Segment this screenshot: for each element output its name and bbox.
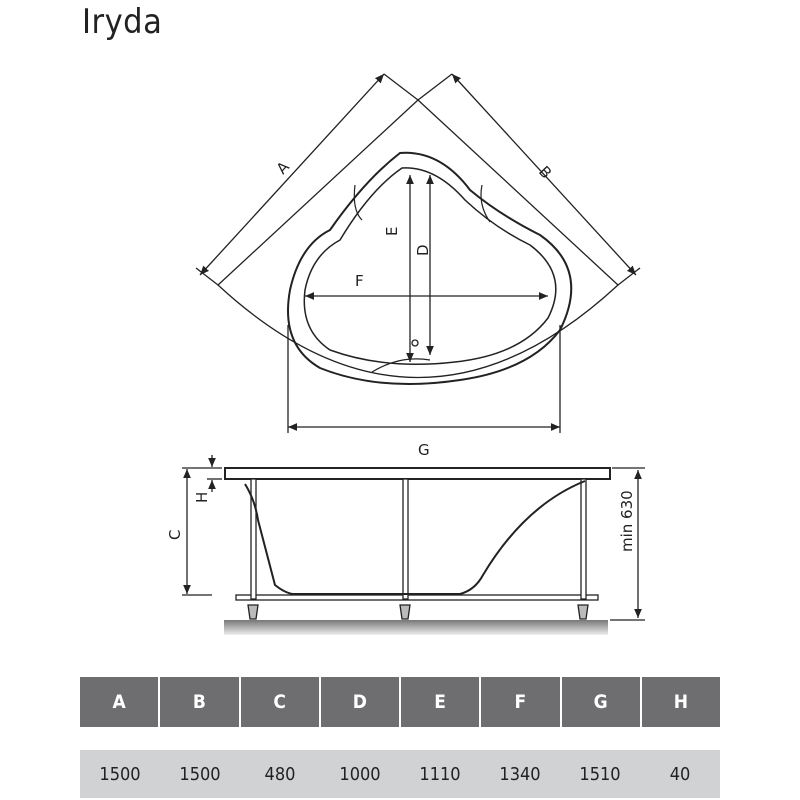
value-cell: 1500 — [99, 763, 141, 785]
side-view — [182, 455, 645, 635]
label-b: B — [535, 162, 555, 182]
dimension-table-values: 1500 1500 480 1000 1110 1340 1510 40 — [80, 750, 720, 798]
header-cell: G — [559, 677, 640, 727]
top-view — [195, 73, 641, 433]
label-h: H — [193, 492, 211, 503]
label-c: C — [166, 530, 184, 540]
label-min-630: min 630 — [618, 490, 636, 552]
value-cell: 40 — [669, 763, 691, 785]
page-title: Iryda — [82, 2, 163, 42]
label-g: G — [418, 441, 430, 459]
value-cell: 1500 — [179, 763, 221, 785]
bathtub-drawing: A B E D F G C H min 630 — [166, 73, 645, 635]
dimension-table-header: A B C D E F G H — [80, 677, 720, 727]
label-d: D — [414, 244, 432, 256]
header-cell: D — [318, 677, 399, 727]
header-cell: F — [479, 677, 560, 727]
header-cell: B — [158, 677, 239, 727]
header-cell: A — [80, 677, 159, 727]
value-cell: 1000 — [339, 763, 381, 785]
label-e: E — [383, 227, 401, 236]
value-cell: 1110 — [419, 763, 461, 785]
header-cell: C — [238, 677, 319, 727]
header-cell: H — [639, 677, 720, 727]
label-a: A — [273, 157, 294, 177]
label-f: F — [355, 272, 364, 290]
header-cell: E — [399, 677, 480, 727]
value-cell: 1340 — [499, 763, 541, 785]
value-cell: 480 — [264, 763, 296, 785]
value-cell: 1510 — [579, 763, 621, 785]
